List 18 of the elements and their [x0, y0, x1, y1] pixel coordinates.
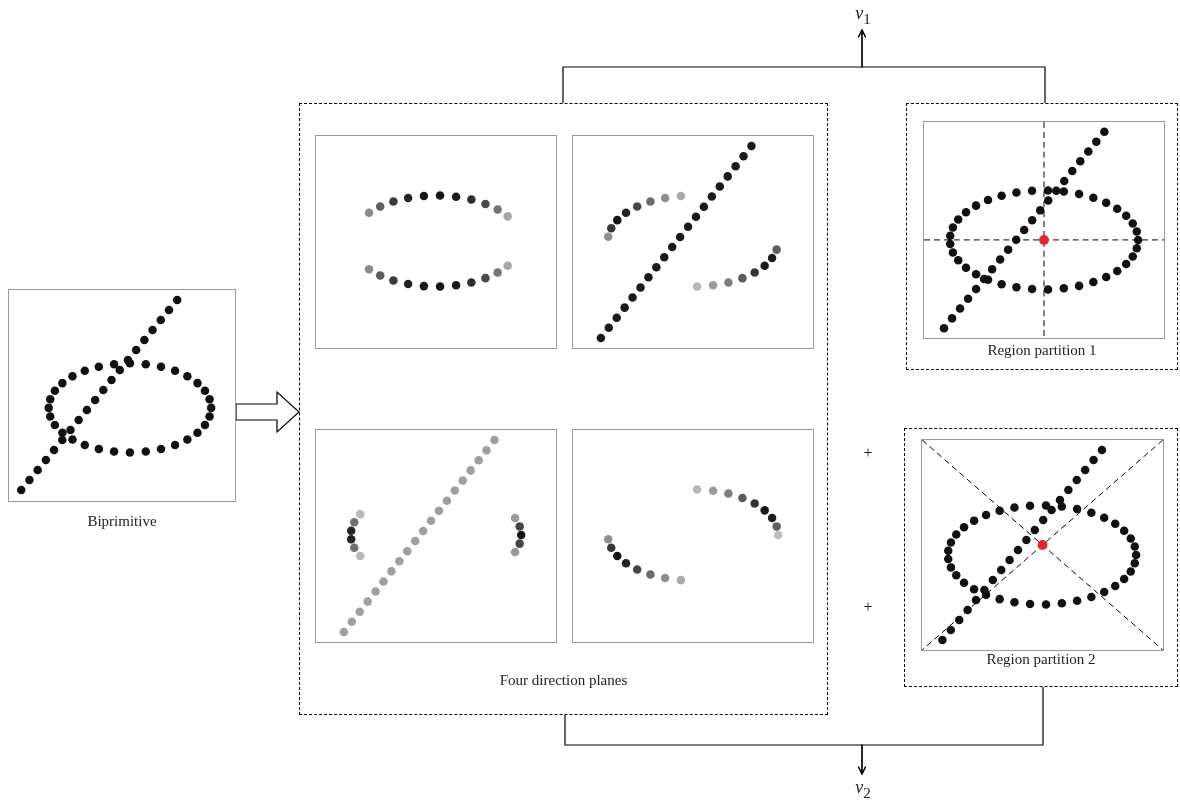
dot-pattern-picture: [572, 135, 814, 349]
block-arrow: [235, 390, 300, 434]
image-caption: Region partition 1: [987, 342, 1097, 359]
image-caption: Region partition 2: [986, 651, 1096, 668]
bracket-arrow: [857, 29, 1046, 104]
plus-sign: +: [863, 598, 873, 616]
dot-pattern-picture: [315, 429, 557, 643]
bracket-arrow: [857, 686, 1044, 775]
image-caption: Four direction planes: [499, 672, 628, 689]
plus-sign: +: [863, 444, 873, 462]
image-caption: Biprimitive: [87, 513, 157, 530]
dot-pattern-picture: [572, 429, 814, 643]
dot-pattern-picture: [315, 135, 557, 349]
dashed-group-box: [904, 428, 1178, 687]
dashed-group-box: [299, 103, 828, 715]
vector-label: v$_{2}$: [854, 776, 872, 803]
vector-label: v$_{1}$: [854, 2, 872, 29]
dashed-group-box: [906, 103, 1178, 370]
